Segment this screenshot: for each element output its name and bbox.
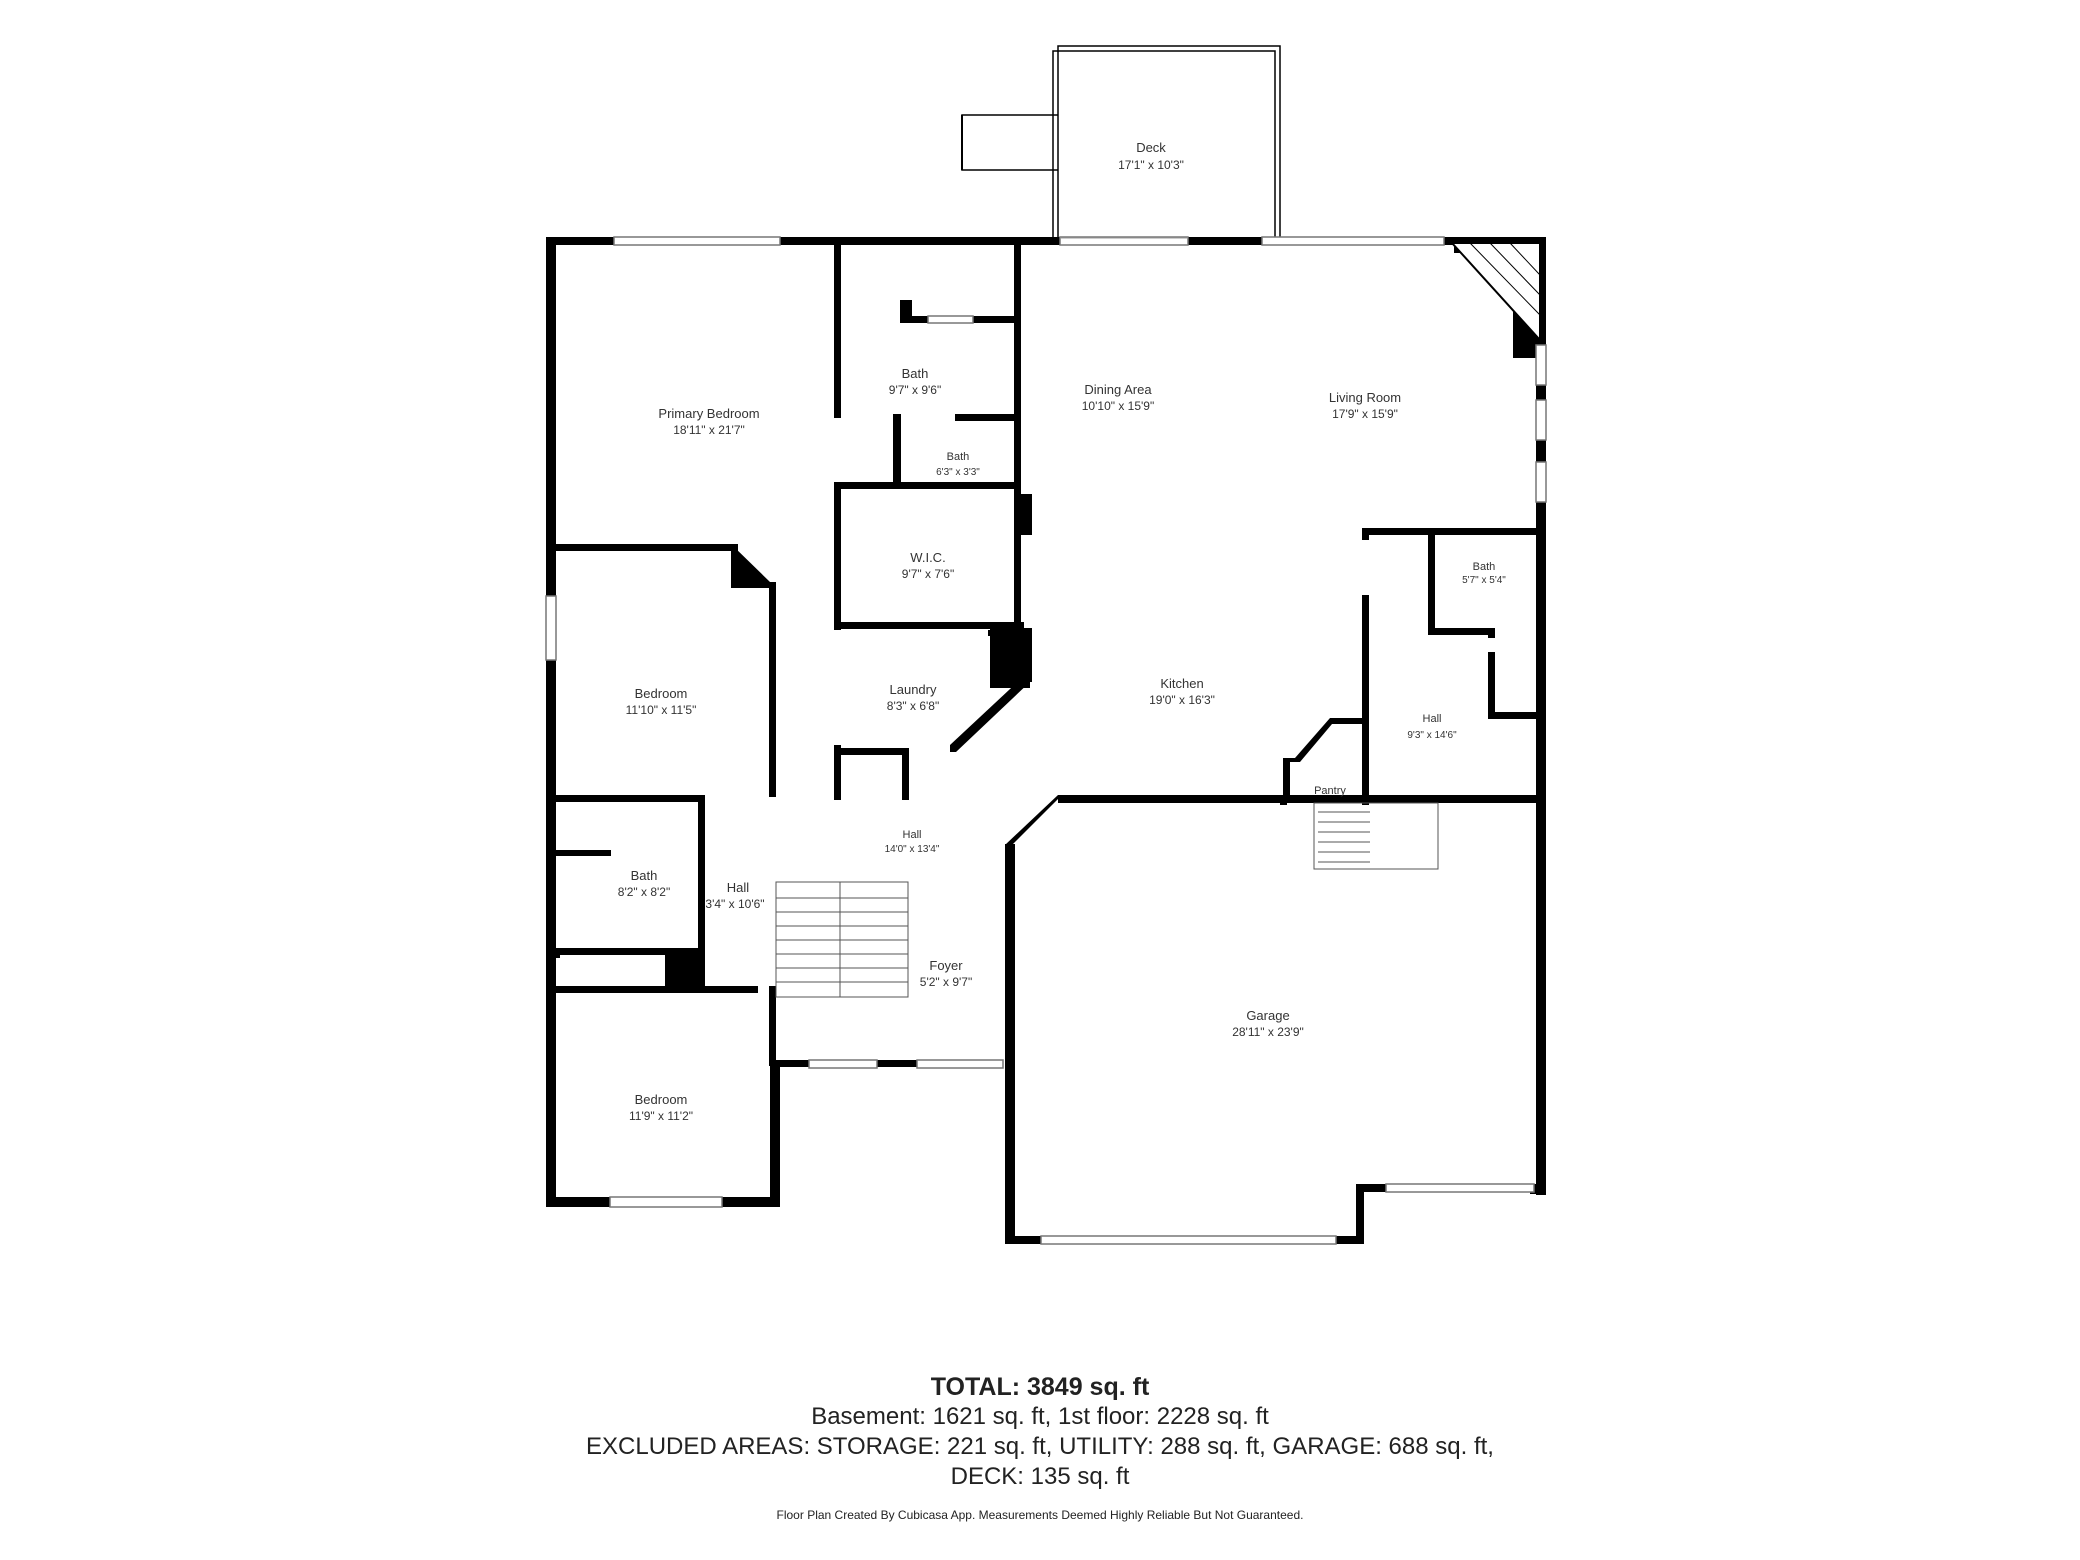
area-summary: TOTAL: 3849 sq. ft Basement: 1621 sq. ft… bbox=[0, 1372, 2080, 1522]
windows bbox=[545, 236, 1547, 1245]
room-label-bath-1: Bath bbox=[902, 366, 929, 381]
room-label-foyer: Foyer bbox=[929, 958, 963, 973]
room-label-bath-4: Bath bbox=[631, 868, 658, 883]
room-dim-primary-bedroom: 18'11" x 21'7" bbox=[673, 423, 745, 437]
disclaimer: Floor Plan Created By Cubicasa App. Meas… bbox=[776, 1508, 1304, 1522]
room-dim-bedroom-2: 11'9" x 11'2" bbox=[629, 1109, 693, 1123]
room-dim-wic: 9'7" x 7'6" bbox=[902, 567, 954, 581]
room-label-hall-small: Hall bbox=[727, 880, 750, 895]
excluded-areas: EXCLUDED AREAS: STORAGE: 221 sq. ft, UTI… bbox=[586, 1433, 1494, 1460]
room-label-pantry: Pantry bbox=[1314, 785, 1346, 797]
stairs bbox=[775, 802, 1439, 998]
room-dim-bath-1: 9'7" x 9'6" bbox=[889, 383, 941, 397]
exterior-walls bbox=[546, 237, 1546, 1244]
room-label-hall-east: Hall bbox=[1423, 713, 1442, 725]
room-dim-bath-2: 6'3" x 3'3" bbox=[936, 467, 980, 478]
room-dim-garage: 28'11" x 23'9" bbox=[1232, 1025, 1304, 1039]
room-dim-hall-center: 14'0" x 13'4" bbox=[885, 844, 940, 855]
room-dim-kitchen: 19'0" x 16'3" bbox=[1149, 693, 1215, 707]
room-dim-living-room: 17'9" x 15'9" bbox=[1332, 407, 1398, 421]
room-labels: Deck 17'1" x 10'3" Primary Bedroom 18'11… bbox=[618, 140, 1507, 1123]
room-dim-deck: 17'1" x 10'3" bbox=[1118, 158, 1184, 172]
room-dim-dining-area: 10'10" x 15'9" bbox=[1082, 399, 1155, 413]
room-dim-bedroom-1: 11'10" x 11'5" bbox=[626, 703, 697, 717]
room-dim-bath-4: 8'2" x 8'2" bbox=[618, 885, 670, 899]
fireplace bbox=[1449, 242, 1541, 343]
room-dim-hall-small: 3'4" x 10'6" bbox=[705, 897, 764, 911]
room-label-primary-bedroom: Primary Bedroom bbox=[658, 406, 759, 421]
room-label-kitchen: Kitchen bbox=[1160, 676, 1203, 691]
deck-outline bbox=[961, 45, 1281, 240]
room-label-hall-center: Hall bbox=[903, 829, 922, 841]
room-label-wic: W.I.C. bbox=[910, 550, 945, 565]
room-label-living-room: Living Room bbox=[1329, 390, 1401, 405]
room-label-deck: Deck bbox=[1136, 140, 1166, 155]
interior-walls bbox=[553, 238, 1546, 1067]
room-label-bath-3: Bath bbox=[1473, 561, 1496, 573]
room-dim-laundry: 8'3" x 6'8" bbox=[887, 699, 939, 713]
room-dim-foyer: 5'2" x 9'7" bbox=[920, 975, 972, 989]
room-label-bedroom-2: Bedroom bbox=[635, 1092, 688, 1107]
room-dim-hall-east: 9'3" x 14'6" bbox=[1407, 730, 1457, 741]
room-dim-bath-3: 5'7" x 5'4" bbox=[1462, 575, 1506, 586]
total-area: TOTAL: 3849 sq. ft bbox=[930, 1373, 1150, 1401]
room-label-bath-2: Bath bbox=[947, 451, 970, 463]
excluded-areas-deck: DECK: 135 sq. ft bbox=[950, 1463, 1130, 1490]
room-label-dining-area: Dining Area bbox=[1084, 382, 1152, 397]
room-label-laundry: Laundry bbox=[890, 682, 937, 697]
room-label-garage: Garage bbox=[1246, 1008, 1289, 1023]
room-label-bedroom-1: Bedroom bbox=[635, 686, 688, 701]
floor-breakdown: Basement: 1621 sq. ft, 1st floor: 2228 s… bbox=[811, 1403, 1269, 1430]
